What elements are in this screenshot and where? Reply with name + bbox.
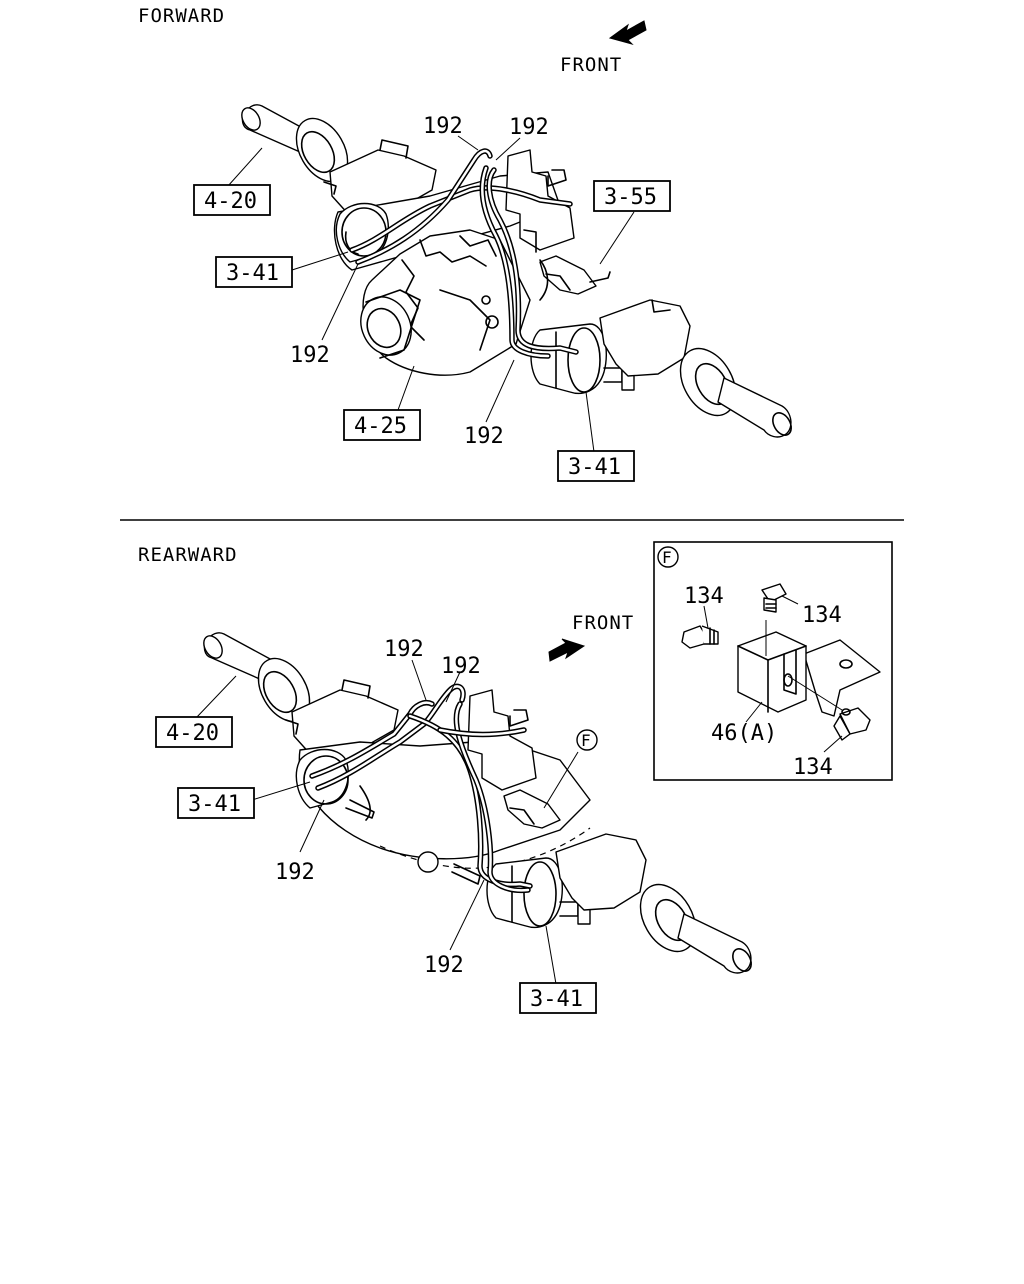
callout-rearward-hose-bottom: 192: [424, 953, 464, 978]
svg-text:3-41: 3-41: [188, 792, 241, 817]
rearward-section: REARWARD FRONT: [138, 544, 752, 1014]
front-arrow-icon: [548, 638, 586, 662]
svg-text:3-55: 3-55: [604, 185, 657, 210]
ref-box-forward-axle-left: 4-20: [193, 184, 271, 216]
callout-rearward-hose-top-right: 192: [441, 654, 481, 679]
forward-section: FORWARD FRONT: [138, 5, 792, 482]
ref-box-forward-bracket: 3-55: [593, 180, 671, 212]
front-arrow-icon: [608, 20, 647, 45]
ref-box-forward-chamber-right: 3-41: [557, 450, 635, 482]
svg-text:3-41: 3-41: [530, 987, 583, 1012]
fitting-top-right-icon: [761, 583, 787, 613]
ref-box-rearward-axle-left: 4-20: [155, 716, 233, 748]
svg-text:4-25: 4-25: [354, 414, 407, 439]
detail-view-marker: F: [657, 546, 679, 568]
detail-view-panel: F: [653, 541, 893, 781]
detail-label-fitting-top-right: 134: [802, 603, 842, 628]
detail-label-fitting-top-left: 134: [684, 584, 724, 609]
svg-text:3-41: 3-41: [568, 455, 621, 480]
ref-box-forward-differential: 4-25: [343, 409, 421, 441]
rearward-leader-lines: [195, 659, 579, 985]
callout-rearward-hose-top-left: 192: [384, 637, 424, 662]
ref-box-rearward-chamber-left: 3-41: [177, 787, 255, 819]
detail-marker-rearward: F: [576, 729, 598, 751]
svg-text:F: F: [581, 731, 591, 750]
callout-rearward-hose-left: 192: [275, 860, 315, 885]
front-label-rearward: FRONT: [572, 612, 634, 634]
callout-forward-hose-left: 192: [290, 343, 330, 368]
callout-forward-hose-top-left: 192: [423, 114, 463, 139]
forward-leader-lines: [227, 135, 635, 453]
ref-box-forward-chamber-left: 3-41: [215, 256, 293, 288]
section-title-rearward: REARWARD: [138, 544, 238, 566]
detail-label-block: 46(A): [711, 721, 777, 746]
section-title-forward: FORWARD: [138, 5, 225, 27]
rearward-axle-illustration: [203, 632, 752, 974]
fitting-bottom-icon: [833, 707, 871, 741]
callout-forward-hose-bottom: 192: [464, 424, 504, 449]
svg-text:3-41: 3-41: [226, 261, 279, 286]
valve-block-illustration: [681, 583, 881, 741]
forward-axle-illustration: [241, 104, 792, 438]
callout-forward-hose-top-right: 192: [509, 115, 549, 140]
ref-box-rearward-chamber-right: 3-41: [519, 982, 597, 1014]
fitting-top-left-icon: [681, 625, 719, 649]
svg-text:F: F: [662, 548, 672, 567]
svg-text:4-20: 4-20: [204, 189, 257, 214]
detail-label-fitting-bottom: 134: [793, 755, 833, 780]
front-label-forward: FRONT: [560, 54, 622, 76]
svg-text:4-20: 4-20: [166, 721, 219, 746]
